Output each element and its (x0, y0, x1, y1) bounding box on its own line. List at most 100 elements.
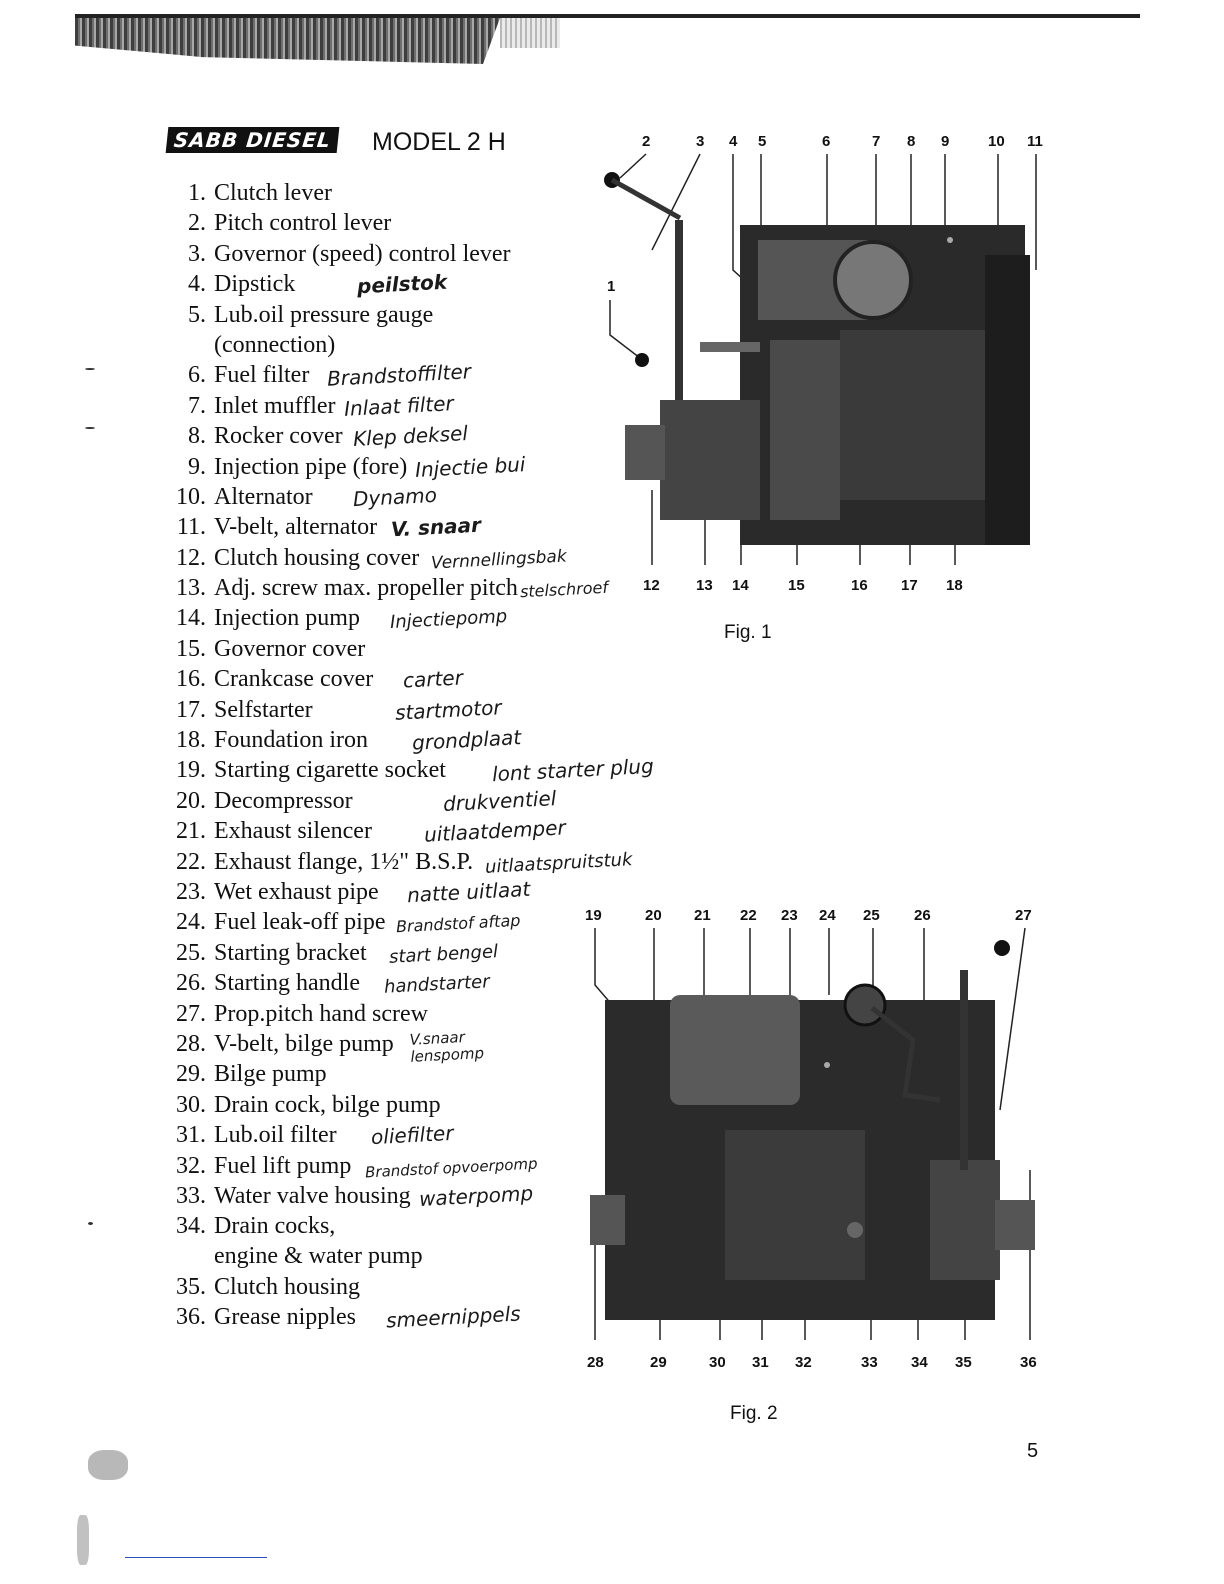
callout-label: 6 (822, 133, 830, 150)
part-number: 8. (188, 423, 206, 450)
part-number: 35. (176, 1274, 206, 1301)
callout-label: 11 (1027, 133, 1043, 150)
part-item: 31. Lub.oil filter oliefilter (160, 1120, 654, 1150)
scan-speck (88, 1222, 93, 1225)
fig1-callouts-top: 2 3 4 5 6 7 8 9 10 11 1 (607, 133, 1043, 295)
part-label: Fuel filter (214, 362, 310, 389)
part-number: 4. (188, 271, 206, 298)
part-item: 5.Lub.oil pressure gauge (connection) (160, 300, 654, 361)
callout-label: 14 (732, 577, 749, 594)
callout-label: 12 (643, 577, 660, 594)
part-number: 34. (176, 1213, 206, 1240)
part-number: 23. (176, 879, 206, 905)
part-number: 9. (188, 453, 206, 480)
part-item: 29.Bilge pump (160, 1059, 654, 1089)
callout-label: 7 (872, 133, 880, 150)
part-label: Governor (speed) control lever (214, 240, 511, 267)
brand-logo: SABB DIESEL (165, 127, 340, 153)
part-number: 6. (188, 362, 206, 389)
callout-label: 22 (740, 907, 757, 924)
part-label: Adj. screw max. propeller pitch (214, 575, 518, 602)
fig1-engine-photo (604, 172, 1030, 545)
part-label: Exhaust flange, 1½" B.S.P. (214, 848, 474, 875)
part-number: 5. (188, 301, 206, 328)
part-label: Decompressor (214, 787, 353, 814)
scan-speck (85, 368, 95, 370)
page-number: 5 (1027, 1440, 1039, 1462)
part-number: 10. (176, 483, 206, 510)
callout-label: 33 (861, 1354, 878, 1371)
callout-label: 15 (788, 577, 805, 594)
figure-1-caption: Fig. 1 (724, 622, 772, 643)
part-number: 15. (176, 635, 206, 662)
part-label: Exhaust silencer (214, 818, 372, 845)
part-label: Clutch housing cover (214, 544, 420, 571)
part-item: 8. Rocker cover Klep deksel (160, 421, 654, 451)
part-label: Lub.oil filter (214, 1122, 337, 1149)
fig2-callouts-bottom: 28 29 30 31 32 33 34 35 36 (587, 1354, 1037, 1371)
part-item: 9.Injection pipe (fore)Injectie bui (160, 452, 654, 482)
handwritten-note: Klep deksel (352, 421, 469, 452)
callout-label: 25 (863, 907, 880, 924)
part-label: Water valve housing (214, 1182, 411, 1209)
part-label: Clutch lever (214, 180, 332, 206)
part-item: 2.Pitch control lever (160, 208, 654, 238)
callout-label: 35 (955, 1354, 972, 1371)
callout-label: 18 (946, 577, 963, 594)
part-label: Starting bracket (214, 939, 367, 966)
handwritten-note: smeernippels (385, 1301, 522, 1333)
part-number: 31. (176, 1122, 206, 1149)
part-label: Inlet muffler (214, 392, 336, 419)
callout-label: 19 (585, 907, 602, 924)
part-label: Fuel lift pump (214, 1152, 352, 1179)
part-item: 30.Drain cock, bilge pump (160, 1090, 654, 1120)
handwritten-note: startmotor (394, 694, 502, 725)
part-label: Selfstarter (214, 696, 313, 723)
figure-1-engine-diagram: 2 3 4 5 6 7 8 9 10 11 1 12 13 14 (604, 133, 1043, 594)
part-label: Wet exhaust pipe (214, 879, 379, 905)
part-item: 13.Adj. screw max. propeller pitchstelsc… (160, 573, 654, 603)
scan-speck (85, 427, 95, 429)
part-number: 17. (176, 696, 206, 723)
part-label: Pitch control lever (214, 210, 392, 237)
callout-label: 1 (607, 278, 615, 295)
part-number: 19. (176, 757, 206, 784)
part-item: 34.Drain cocks, engine & water pump (160, 1211, 654, 1272)
footer-rule (125, 1557, 267, 1558)
part-number: 1. (188, 180, 206, 206)
part-label: Bilge pump (214, 1061, 327, 1088)
part-label: Rocker cover (214, 423, 343, 450)
handwritten-note: Inlaat filter (342, 390, 454, 421)
part-label: Alternator (214, 483, 313, 510)
callout-label: 16 (851, 577, 868, 594)
part-number: 36. (176, 1304, 206, 1331)
part-number: 20. (176, 787, 206, 814)
part-label: V-belt, alternator (214, 514, 378, 541)
part-number: 30. (176, 1091, 206, 1118)
part-label: Foundation iron (214, 727, 368, 754)
handwritten-note: grondplaat (411, 725, 522, 755)
part-number: 33. (176, 1182, 206, 1209)
scan-speck (77, 1515, 89, 1565)
part-item: 3.Governor (speed) control lever (160, 239, 654, 269)
callout-label: 31 (752, 1354, 769, 1371)
fig1-callouts-bottom: 12 13 14 15 16 17 18 (643, 577, 963, 594)
part-number: 14. (176, 605, 206, 632)
handwritten-note: oliefilter (370, 1120, 454, 1150)
part-label: Clutch housing (214, 1274, 361, 1301)
